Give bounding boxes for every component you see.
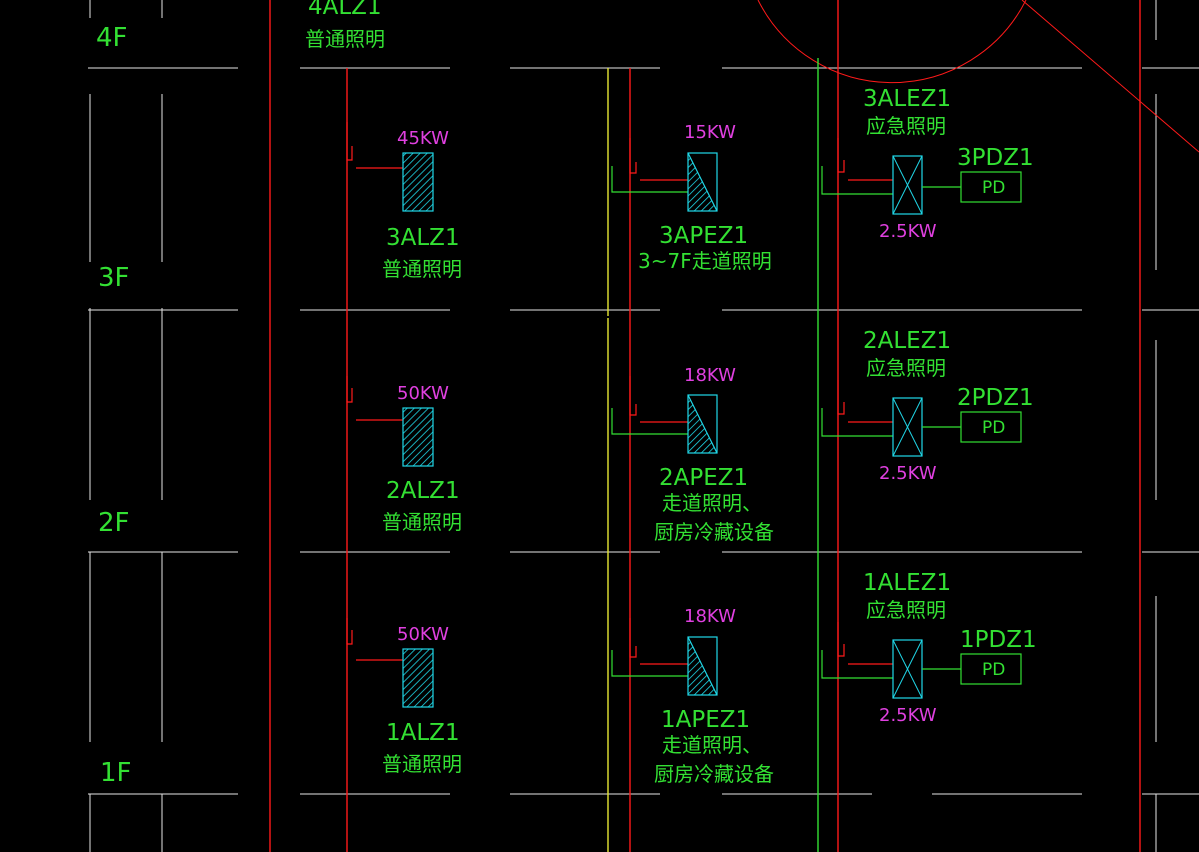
hatched-panel-symbol [402,648,434,708]
pd-label: PD [982,660,1005,680]
panel-desc: 走道照明、 [662,733,762,757]
panel-name: 1ALEZ1 [863,570,951,596]
ape-panel: 18KW 2APEZ1 走道照明、 厨房冷藏设备 [611,365,774,544]
panel-name: 2APEZ1 [659,465,748,491]
pd-name: 3PDZ1 [957,145,1034,171]
panel-desc: 普通照明 [305,27,385,51]
floor-label: 1F [100,758,132,788]
hatched-panel-symbol [402,407,434,467]
ape-panel: 18KW 1APEZ1 走道照明、 厨房冷藏设备 [611,606,774,786]
panel-name: 1ALZ1 [386,720,460,746]
panel-desc: 应急照明 [866,598,946,622]
panel-power: 2.5KW [879,221,937,242]
panel-desc: 普通照明 [382,257,462,281]
panel-power: 15KW [684,122,736,143]
panel-name: 4ALZ1 [308,0,382,20]
pd-box [960,171,1022,203]
panel-power: 18KW [684,606,736,627]
floor-labels: 4F 3F 2F 1F [96,23,132,788]
panel-name: 1APEZ1 [661,707,750,733]
emergency-panel: PD 3PDZ1 3ALEZ1 应急照明 2.5KW [821,86,1034,242]
floor-block-1: 50KW 1ALZ1 普通照明 18KW 1APEZ1 走道照明、 厨房冷藏设备 [346,570,1037,786]
floor-label: 2F [98,508,130,538]
panel-desc: 普通照明 [382,510,462,534]
pd-label: PD [982,418,1005,438]
floor-label: 4F [96,23,128,53]
panel-name: 2ALEZ1 [863,328,951,354]
lighting-panel: 50KW 1ALZ1 普通照明 [346,618,462,776]
hatched-panel-symbol [402,152,434,212]
panel-power: 18KW [684,365,736,386]
panel-name: 3ALZ1 [386,225,460,251]
panel-4alz1: 4ALZ1 普通照明 [305,0,385,51]
floor-label: 3F [98,263,130,293]
panel-desc: 厨房冷藏设备 [654,520,774,544]
panel-desc: 应急照明 [866,114,946,138]
panel-power: 50KW [397,624,449,645]
pd-box [960,653,1022,685]
floor-block-3: 45KW 3ALZ1 普通照明 15KW 3APEZ1 3~7F走道照明 [346,86,1034,281]
emergency-panel: PD 2PDZ1 2ALEZ1 应急照明 2.5KW [821,328,1034,484]
floor-block-2: 50KW 2ALZ1 普通照明 18KW 2APEZ1 走道照明、 厨房冷藏设备 [346,328,1034,544]
pd-box [960,411,1022,443]
panel-name: 2ALZ1 [386,478,460,504]
panel-power: 2.5KW [879,705,937,726]
panel-desc: 3~7F走道照明 [638,249,772,273]
lighting-panel: 50KW 2ALZ1 普通照明 [346,376,462,534]
emergency-panel: PD 1PDZ1 1ALEZ1 应急照明 2.5KW [821,570,1037,726]
panel-desc: 走道照明、 [662,491,762,515]
pd-name: 1PDZ1 [960,627,1037,653]
emergency-panel-symbol [892,155,923,215]
floor-grid [88,0,1199,852]
red-reference-lines [757,0,1199,153]
panel-name: 3ALEZ1 [863,86,951,112]
panel-name: 3APEZ1 [659,223,748,249]
pd-label: PD [982,178,1005,198]
panel-desc: 应急照明 [866,356,946,380]
panel-desc: 厨房冷藏设备 [654,762,774,786]
ape-panel: 15KW 3APEZ1 3~7F走道照明 [611,122,772,273]
lighting-panel: 45KW 3ALZ1 普通照明 [346,122,462,281]
pd-name: 2PDZ1 [957,385,1034,411]
panel-power: 45KW [397,128,449,149]
panel-desc: 普通照明 [382,752,462,776]
panel-power: 2.5KW [879,463,937,484]
panel-power: 50KW [397,383,449,404]
